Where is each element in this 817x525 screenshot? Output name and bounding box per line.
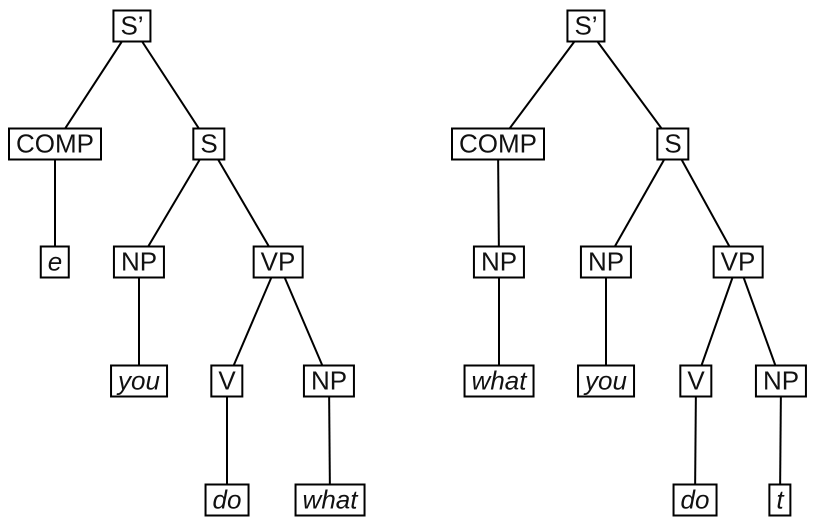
syntax-tree-left: [54, 25, 331, 501]
edge-right-s-prime-comp: [497, 25, 587, 145]
node-right-you: you: [577, 364, 635, 398]
node-right-t: t: [768, 483, 792, 517]
node-left-s: S: [192, 127, 226, 161]
edge-right-vp-v: [695, 261, 739, 382]
node-left-e: e: [39, 245, 71, 279]
node-right-np-comp: NP: [472, 245, 526, 279]
node-left-s-prime: S’: [112, 9, 152, 43]
node-left-comp: COMP: [8, 127, 102, 161]
edge-left-s-vp: [208, 143, 279, 263]
node-right-np-object: NP: [754, 364, 808, 398]
node-right-vp: VP: [712, 245, 764, 279]
node-left-v: V: [210, 364, 244, 398]
edge-right-s-prime-s: [585, 25, 674, 145]
node-right-comp: COMP: [451, 127, 545, 161]
edge-left-vp-np-object: [277, 261, 330, 382]
edge-left-vp-v: [226, 261, 279, 382]
edge-right-s-vp: [672, 143, 739, 263]
edge-right-vp-np-object: [737, 261, 782, 382]
edge-left-np-object-what: [328, 380, 331, 501]
node-left-np-object: NP: [302, 364, 356, 398]
edge-right-s-np-subject: [605, 143, 674, 263]
edge-left-s-prime-comp: [54, 25, 133, 145]
node-left-what: what: [294, 483, 366, 517]
node-right-do: do: [672, 483, 718, 517]
syntax-tree-right: [497, 25, 782, 501]
node-left-vp: VP: [252, 245, 304, 279]
node-right-what: what: [463, 364, 535, 398]
node-left-np-subject: NP: [112, 245, 166, 279]
edge-right-comp-np-comp: [497, 143, 500, 263]
edge-right-v-do: [694, 380, 697, 501]
edge-left-s-prime-s: [131, 25, 210, 145]
node-right-s: S: [656, 127, 690, 161]
node-right-s-prime: S’: [566, 9, 606, 43]
node-right-v: V: [679, 364, 713, 398]
edge-right-np-object-t: [779, 380, 782, 501]
node-right-np-subject: NP: [579, 245, 633, 279]
node-left-you: you: [110, 364, 168, 398]
edge-left-s-np-subject: [138, 143, 210, 263]
node-left-do: do: [204, 483, 250, 517]
